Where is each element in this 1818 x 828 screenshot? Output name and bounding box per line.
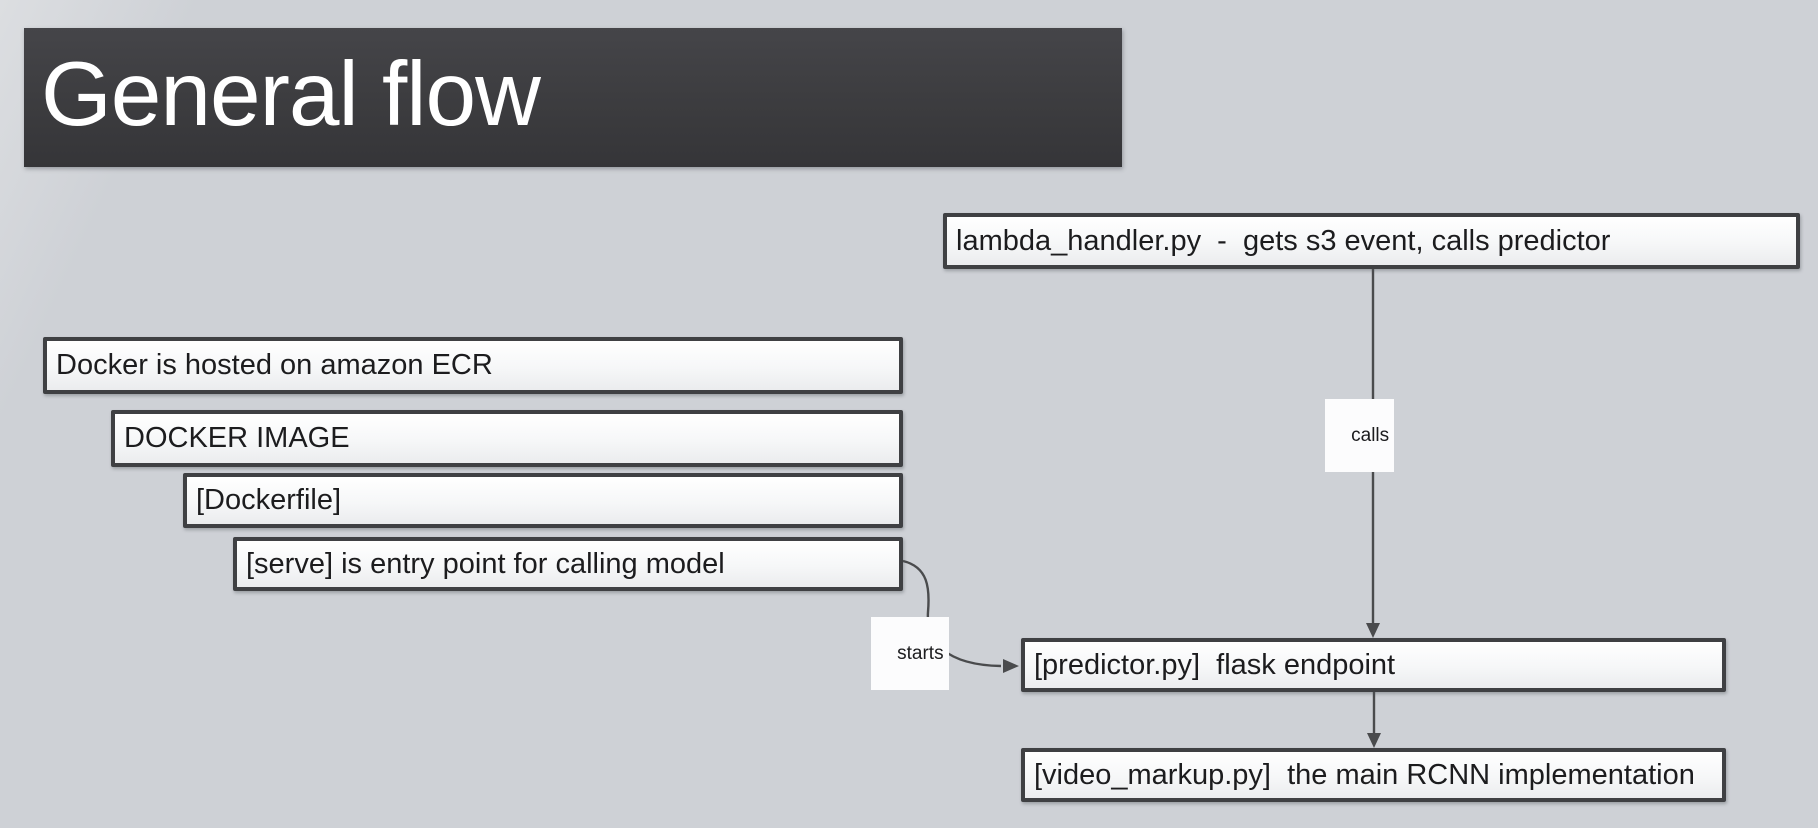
node-docker-image-label: DOCKER IMAGE [124,422,350,454]
node-docker-ecr-label: Docker is hosted on amazon ECR [56,349,493,381]
node-docker-image[interactable]: DOCKER IMAGE [111,410,903,467]
node-video-markup-label: [video_markup.py] the main RCNN implemen… [1034,758,1695,791]
edge-label-calls[interactable]: calls [1325,399,1395,473]
slide-title-bar: General flow [24,28,1122,167]
edge-label-starts[interactable]: starts [871,617,949,691]
edge-label-starts-text: starts [897,642,944,664]
node-dockerfile-label: [Dockerfile] [196,484,342,516]
slide-title: General flow [41,44,541,145]
node-predictor[interactable]: [predictor.py] flask endpoint [1021,638,1726,692]
node-serve-label: [serve] is entry point for calling model [246,547,725,580]
node-lambda-handler[interactable]: lambda_handler.py - gets s3 event, calls… [943,213,1800,269]
node-docker-ecr[interactable]: Docker is hosted on amazon ECR [43,337,903,394]
edge-lambda-to-predictor-arrowhead [1366,623,1380,638]
node-dockerfile[interactable]: [Dockerfile] [183,473,903,528]
edge-serve-to-predictor-arrowhead [1003,659,1019,673]
edge-predictor-to-videomarkup-arrowhead [1367,733,1381,748]
edge-label-calls-text: calls [1351,424,1390,446]
node-video-markup[interactable]: [video_markup.py] the main RCNN implemen… [1021,748,1726,802]
node-predictor-label: [predictor.py] flask endpoint [1034,648,1396,681]
node-lambda-handler-label: lambda_handler.py - gets s3 event, calls… [956,224,1611,257]
node-serve[interactable]: [serve] is entry point for calling model [233,537,903,591]
